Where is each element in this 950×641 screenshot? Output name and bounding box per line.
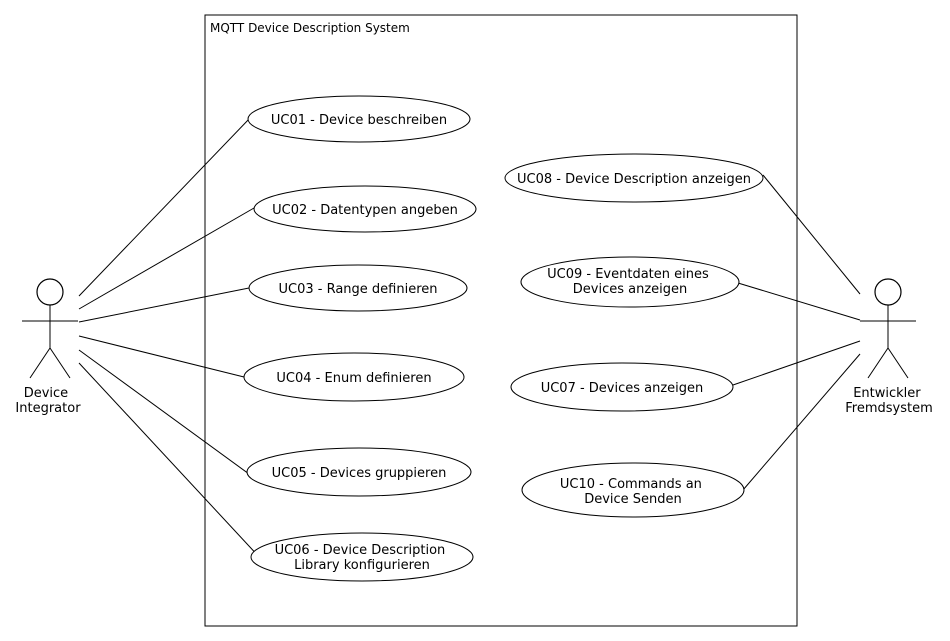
use-case-uc01-label-line-1: UC01 - Device beschreiben bbox=[271, 113, 447, 128]
use-case-uc04-ellipse bbox=[243, 352, 465, 402]
use-case-uc08-label-line-1: UC08 - Device Description anzeigen bbox=[517, 172, 751, 187]
use-case-uc08-label: UC08 - Device Description anzeigen bbox=[517, 172, 751, 187]
use-case-uc03[interactable]: UC03 - Range definieren bbox=[248, 264, 468, 312]
use-case-uc10-label: UC10 - Commands an Device Senden bbox=[560, 477, 706, 507]
use-case-uc02-label: UC02 - Datentypen angeben bbox=[272, 203, 458, 218]
use-case-uc09-label-line-1: UC09 - Eventdaten eines bbox=[547, 267, 709, 282]
actor-entwickler-fremdsystem-label-line-2: Fremdsystem bbox=[845, 401, 933, 416]
association-developer-uc07 bbox=[732, 340, 861, 386]
use-case-uc04-label: UC04 - Enum definieren bbox=[276, 371, 431, 386]
use-case-uc05-label: UC05 - Devices gruppieren bbox=[272, 466, 447, 481]
use-case-uc09-label: UC09 - Eventdaten eines Devices anzeigen bbox=[547, 267, 713, 297]
use-case-uc08[interactable]: UC08 - Device Description anzeigen bbox=[504, 153, 764, 203]
association-developer-uc10 bbox=[742, 353, 861, 491]
use-case-uc05-ellipse bbox=[246, 447, 472, 497]
actor-device-integrator[interactable]: Device Integrator bbox=[15, 278, 81, 416]
actor-device-integrator-label-line-2: Integrator bbox=[15, 401, 81, 416]
use-case-uc06-label-line-2: Library konfigurieren bbox=[294, 558, 430, 573]
actor-device-integrator-label-line-1: Device bbox=[24, 386, 68, 401]
association-integrator-uc05 bbox=[78, 349, 261, 483]
use-case-uc01[interactable]: UC01 - Device beschreiben bbox=[247, 95, 471, 143]
association-integrator-uc03 bbox=[78, 287, 250, 323]
use-case-uc03-label: UC03 - Range definieren bbox=[278, 282, 437, 297]
stick-figure-icon bbox=[22, 278, 78, 379]
association-integrator-uc06 bbox=[78, 362, 263, 561]
use-case-uc09-label-line-2: Devices anzeigen bbox=[573, 282, 688, 297]
association-integrator-uc01 bbox=[78, 117, 251, 297]
use-case-uc10-ellipse bbox=[521, 462, 745, 518]
use-case-uc05[interactable]: UC05 - Devices gruppieren bbox=[246, 447, 472, 497]
use-case-uc07-ellipse bbox=[510, 362, 734, 412]
actor-device-integrator-label: Device Integrator bbox=[15, 386, 81, 416]
use-case-uc10[interactable]: UC10 - Commands an Device Senden bbox=[521, 462, 745, 518]
developer-associations bbox=[732, 174, 861, 491]
association-integrator-uc04 bbox=[78, 335, 245, 378]
use-case-uc02-label-line-1: UC02 - Datentypen angeben bbox=[272, 203, 458, 218]
association-developer-uc09 bbox=[737, 282, 861, 321]
use-case-uc02-ellipse bbox=[253, 185, 477, 233]
use-case-uc06-ellipse bbox=[250, 532, 474, 582]
use-case-uc05-label-line-1: UC05 - Devices gruppieren bbox=[272, 466, 447, 481]
association-integrator-uc02 bbox=[78, 207, 255, 310]
use-case-uc09-ellipse bbox=[520, 256, 740, 308]
use-case-uc07[interactable]: UC07 - Devices anzeigen bbox=[510, 362, 734, 412]
use-case-uc09[interactable]: UC09 - Eventdaten eines Devices anzeigen bbox=[520, 256, 740, 308]
use-case-uc10-label-line-2: Device Senden bbox=[584, 492, 682, 507]
use-case-uc03-ellipse bbox=[248, 264, 468, 312]
use-case-uc01-label: UC01 - Device beschreiben bbox=[271, 113, 447, 128]
actor-entwickler-fremdsystem[interactable]: Entwickler Fremdsystem bbox=[845, 278, 933, 416]
use-case-uc04[interactable]: UC04 - Enum definieren bbox=[243, 352, 465, 402]
system-title: MQTT Device Description System bbox=[210, 21, 410, 35]
use-case-uc06[interactable]: UC06 - Device Description Library konfig… bbox=[250, 532, 474, 582]
use-case-uc07-label-line-1: UC07 - Devices anzeigen bbox=[541, 381, 704, 396]
actor-entwickler-fremdsystem-label-line-1: Entwickler bbox=[853, 386, 921, 401]
use-case-uc02[interactable]: UC02 - Datentypen angeben bbox=[253, 185, 477, 233]
actor-entwickler-fremdsystem-label: Entwickler Fremdsystem bbox=[845, 386, 933, 416]
stick-figure-icon bbox=[860, 278, 916, 379]
association-developer-uc08 bbox=[762, 174, 861, 295]
use-case-uc08-ellipse bbox=[504, 153, 764, 203]
use-case-uc03-label-line-1: UC03 - Range definieren bbox=[278, 282, 437, 297]
use-case-uc07-label: UC07 - Devices anzeigen bbox=[541, 381, 704, 396]
use-case-uc04-label-line-1: UC04 - Enum definieren bbox=[276, 371, 431, 386]
use-case-uc06-label: UC06 - Device Description Library konfig… bbox=[275, 543, 450, 573]
use-case-uc10-label-line-1: UC10 - Commands an bbox=[560, 477, 702, 492]
integrator-associations bbox=[78, 117, 263, 561]
use-case-uc06-label-line-1: UC06 - Device Description bbox=[275, 543, 446, 558]
use-case-uc01-ellipse bbox=[247, 95, 471, 143]
